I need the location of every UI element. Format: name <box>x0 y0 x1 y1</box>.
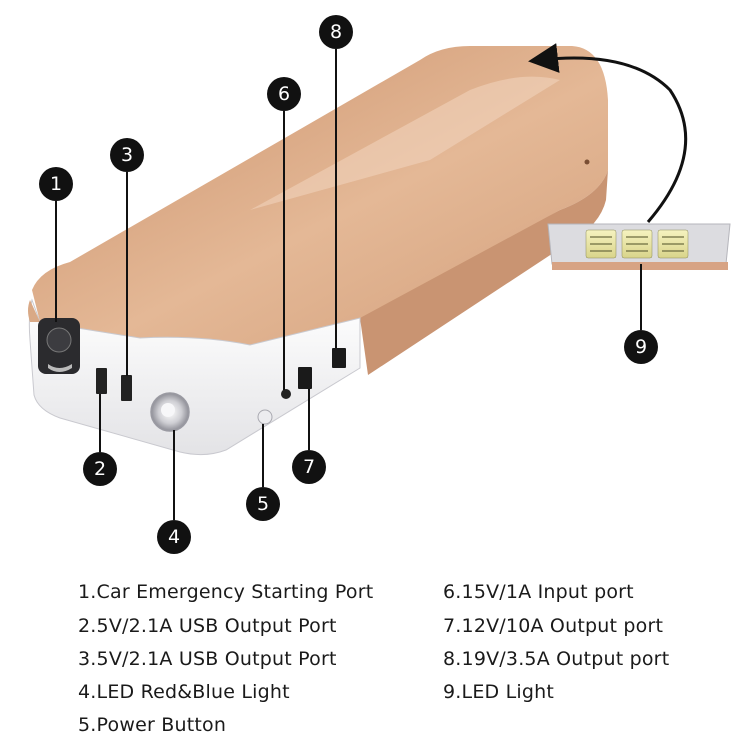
callout-8: 8 <box>319 15 353 49</box>
callout-2: 2 <box>83 452 117 486</box>
jump-starter-icon <box>38 318 80 374</box>
dc-port-icon <box>332 348 346 368</box>
dc-port-icon <box>281 389 291 399</box>
body-highlight <box>250 76 560 211</box>
leader-lines <box>55 49 642 520</box>
legend-item-2: 2.5V/2.1A USB Output Port <box>78 615 337 637</box>
svg-text:9: 9 <box>635 336 647 358</box>
body-corner <box>28 300 40 322</box>
dc-port-icon <box>298 367 312 389</box>
legend-item-5: 5.Power Button <box>78 714 227 736</box>
power-bank-body <box>28 46 608 456</box>
legend-item-3: 3.5V/2.1A USB Output Port <box>78 648 337 670</box>
callout-6: 6 <box>267 77 301 111</box>
svg-text:4: 4 <box>168 526 180 548</box>
svg-text:5: 5 <box>257 493 269 515</box>
indicator-dot <box>584 159 590 165</box>
ports <box>38 318 346 432</box>
callout-1: 1 <box>39 167 73 201</box>
legend-item-4: 4.LED Red&Blue Light <box>78 681 290 703</box>
body-side-face <box>360 170 608 375</box>
usb-port-icon <box>121 375 132 401</box>
svg-text:3: 3 <box>121 144 133 166</box>
product-diagram: 1 2 3 4 5 6 7 8 9 <box>28 15 731 554</box>
callout-5: 5 <box>246 487 280 521</box>
svg-text:8: 8 <box>330 21 342 43</box>
callout-9: 9 <box>624 330 658 364</box>
legend-item-6: 6.15V/1A Input port <box>443 581 634 603</box>
callout-3: 3 <box>110 138 144 172</box>
legend: 1.Car Emergency Starting Port 2.5V/2.1A … <box>0 575 750 750</box>
svg-text:1: 1 <box>50 173 62 195</box>
led-strip-icon <box>547 223 731 270</box>
svg-text:7: 7 <box>303 456 315 478</box>
callout-7: 7 <box>292 450 326 484</box>
power-button-icon <box>257 409 273 425</box>
usb-port-icon <box>96 368 107 394</box>
legend-item-8: 8.19V/3.5A Output port <box>443 648 670 670</box>
legend-item-7: 7.12V/10A Output port <box>443 615 664 637</box>
svg-text:6: 6 <box>278 83 290 105</box>
body-end-cap <box>28 298 361 456</box>
callout-4: 4 <box>157 520 191 554</box>
legend-item-1: 1.Car Emergency Starting Port <box>78 581 374 603</box>
svg-text:2: 2 <box>94 458 106 480</box>
led-flashlight-icon <box>150 392 190 432</box>
arrow-icon <box>528 43 688 223</box>
legend-item-9: 9.LED Light <box>443 681 555 703</box>
